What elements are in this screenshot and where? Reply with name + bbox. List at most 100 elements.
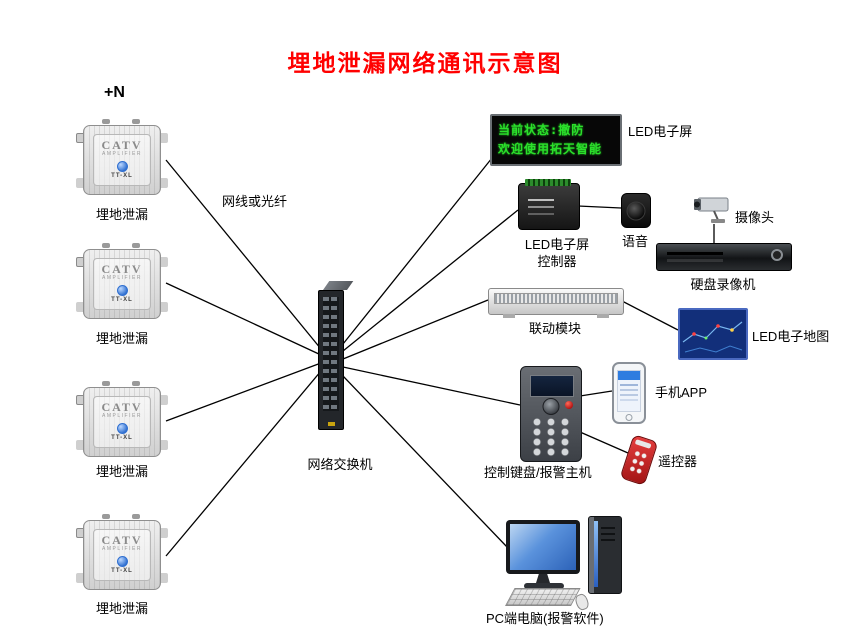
led-screen-text-line2: 欢迎使用拓天智能 [498, 142, 603, 156]
pc-monitor-base [524, 583, 564, 589]
leak-detector-housing: CATV AMPLIFIER TT-XL [83, 125, 161, 195]
linkage-module-label: 联动模块 [528, 321, 581, 336]
leak-detector-2: CATV AMPLIFIER TT-XL [76, 243, 166, 321]
remote-label: 遥控器 [658, 454, 698, 469]
brand-logo-icon [116, 285, 128, 296]
leak-detector-3: CATV AMPLIFIER TT-XL [76, 381, 166, 459]
model-text: TT-XL [111, 568, 133, 574]
brand-logo-icon [116, 556, 128, 567]
control-keypad [520, 366, 582, 462]
pc-tower [588, 516, 622, 594]
model-text: TT-XL [111, 435, 133, 441]
wire-switch-linkage [342, 299, 489, 360]
leak-detector-plate: CATV AMPLIFIER TT-XL [93, 258, 151, 310]
leak-detector-plate: CATV AMPLIFIER TT-XL [93, 529, 151, 581]
pc-keyboard [505, 588, 581, 606]
map-alarm-dot [692, 332, 696, 336]
keypad-label: 控制键盘/报警主机 [484, 465, 592, 480]
wire-switch-keypad [342, 366, 521, 406]
plus-n-label: +N [104, 84, 125, 101]
pc-monitor-screen [510, 524, 576, 570]
camera-body [697, 197, 729, 212]
phone-app-label: 手机APP [655, 385, 708, 400]
pc-label: PC端电脑(报警软件) [486, 611, 604, 626]
network-switch-label: 网络交换机 [307, 457, 373, 472]
led-controller-label-line2: 控制器 [537, 254, 577, 269]
led-screen-label: LED电子屏 [628, 124, 693, 139]
map-status-dot [704, 336, 708, 340]
network-switch [318, 281, 354, 430]
map-alarm-dot [716, 324, 720, 328]
phone-screen [617, 370, 641, 412]
leak-detector-2-label: 埋地泄漏 [95, 331, 148, 346]
wire-switch-controller [342, 209, 519, 352]
mobile-phone [612, 362, 646, 424]
cctv-camera [694, 197, 729, 223]
camera-label: 摄像头 [735, 210, 775, 225]
wire-leak4-switch [165, 370, 322, 557]
led-screen-text-line1: 当前状态:撤防 [498, 123, 585, 137]
wire-keypad-phone [579, 390, 613, 397]
linkage-module [488, 288, 624, 318]
brand-logo [94, 556, 150, 567]
leak-detector-3-label: 埋地泄漏 [95, 464, 148, 479]
brand-text: CATV [101, 138, 143, 152]
brand-subtext: AMPLIFIER [102, 275, 142, 281]
keypad-alarm-button [565, 401, 573, 409]
keypad-screen [530, 375, 574, 397]
brand-subtext: AMPLIFIER [102, 546, 142, 552]
wire-switch-pc [342, 375, 509, 549]
pc-monitor-stand [536, 574, 550, 583]
leak-detector-plate: CATV AMPLIFIER TT-XL [93, 134, 151, 186]
leak-detector-4: CATV AMPLIFIER TT-XL [76, 514, 166, 592]
brand-text: CATV [101, 533, 143, 547]
brand-text: CATV [101, 400, 143, 414]
diagram-title: 埋地泄漏网络通讯示意图 [287, 50, 563, 76]
led-controller-label: LED电子屏 控制器 [518, 236, 596, 270]
pc-monitor [506, 520, 580, 574]
leak-detector-1-label: 埋地泄漏 [95, 207, 148, 222]
leak-detector-housing: CATV AMPLIFIER TT-XL [83, 249, 161, 319]
dvr-recorder [656, 243, 792, 271]
wire-leak3-switch [165, 362, 322, 422]
wire-leak2-switch [165, 282, 322, 356]
led-map-graphic [682, 321, 743, 353]
wire-switch-led-screen [342, 157, 493, 345]
brand-logo [94, 285, 150, 296]
camera-lens [694, 201, 700, 208]
wire-leak1-switch [165, 159, 322, 350]
wire-keypad-remote [579, 431, 629, 454]
leak-detector-housing: CATV AMPLIFIER TT-XL [83, 520, 161, 590]
brand-text: CATV [101, 262, 143, 276]
led-map-label: LED电子地图 [752, 329, 830, 344]
map-route-line-2 [684, 345, 743, 353]
led-controller-label-line1: LED电子屏 [524, 237, 590, 252]
cable-label: 网线或光纤 [222, 194, 288, 209]
led-screen-controller [518, 179, 580, 230]
camera-arm [713, 210, 719, 221]
led-screen: 当前状态:撤防 欢迎使用拓天智能 [490, 114, 622, 166]
wire-linkage-ledmap [621, 300, 679, 331]
brand-logo-icon [116, 423, 128, 434]
keypad-nav-button [542, 398, 560, 415]
camera-base [711, 219, 725, 223]
leak-detector-plate: CATV AMPLIFIER TT-XL [93, 396, 151, 448]
map-route-line-1 [682, 321, 743, 343]
dvr-label: 硬盘录像机 [690, 277, 756, 292]
brand-logo [94, 423, 150, 434]
voice-speaker [621, 193, 651, 228]
led-map-panel [678, 308, 748, 360]
brand-logo [94, 161, 150, 172]
wire-controller-voice [577, 205, 622, 209]
leak-detector-housing: CATV AMPLIFIER TT-XL [83, 387, 161, 457]
voice-label: 语音 [621, 234, 648, 249]
model-text: TT-XL [111, 173, 133, 179]
brand-subtext: AMPLIFIER [102, 413, 142, 419]
keypad-key-grid [531, 417, 571, 457]
switch-port-panel [318, 290, 344, 430]
model-text: TT-XL [111, 297, 133, 303]
map-status-dot [730, 328, 734, 332]
leak-detector-4-label: 埋地泄漏 [95, 601, 148, 616]
